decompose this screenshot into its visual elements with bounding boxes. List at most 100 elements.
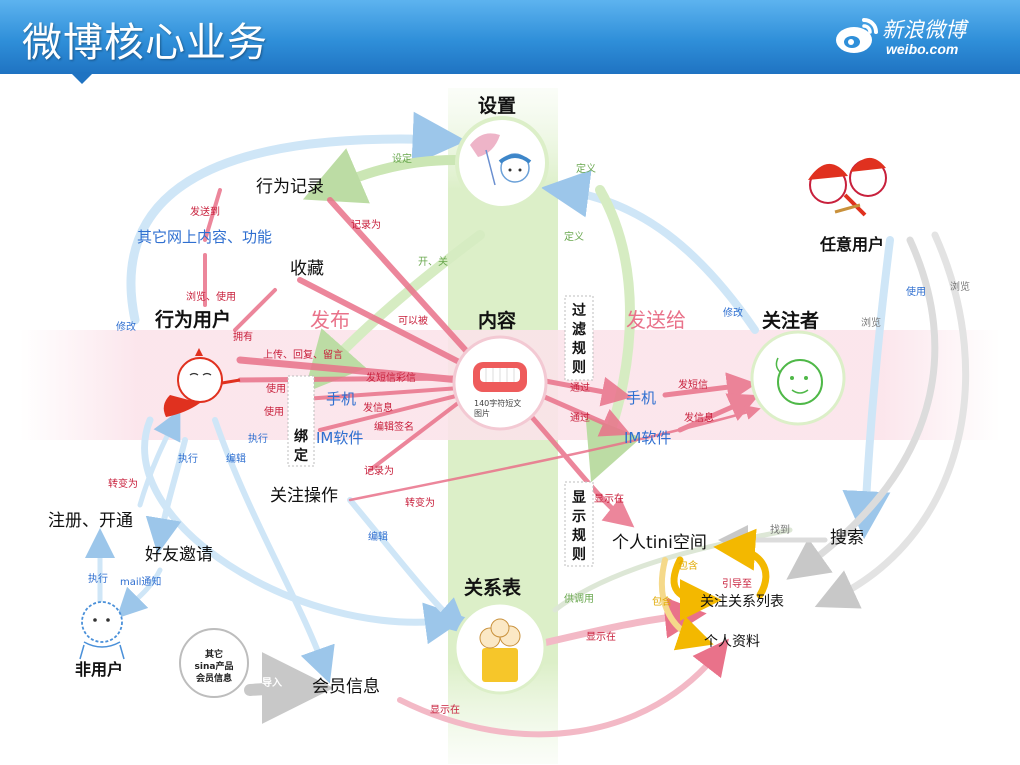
flow-mms [237,375,463,383]
edge-edit-2: 编辑 [368,530,388,543]
edge-record-as-1: 记录为 [351,219,381,231]
edge-define-2: 定义 [564,230,584,243]
display-char-4: 则 [572,546,586,563]
edge-send-mms: 发短信彩信 [366,371,416,384]
edge-modify-right: 修改 [723,306,743,319]
filter-char-3: 规 [572,341,586,357]
flow-include-list [670,556,722,621]
edge-convert-1: 转变为 [108,477,138,490]
sina-line-3: 会员信息 [196,672,232,684]
flow-via-2 [537,392,631,437]
flow-follower-settings [540,169,759,334]
edge-send-to: 发送到 [190,205,220,218]
slide-header: 微博核心业务 新浪微博 weibo.com [0,0,1020,74]
weibo-eye-icon [836,18,878,53]
flow-follow-relation [347,497,469,635]
label-search: 搜索 [830,528,864,548]
edge-edit-1: 编辑 [226,452,246,465]
edge-use-right: 使用 [906,285,926,298]
flow-set-record [302,148,460,204]
edge-display-in-2: 显示在 [586,631,616,643]
flow-display-tini [527,412,635,528]
content-caption-2: 图片 [474,408,490,418]
edge-include-2: 包含 [652,595,672,608]
flow-sign [318,393,462,432]
flow-send-to [203,188,222,242]
logo-text: 新浪微博 [882,18,966,42]
edge-execute-3: 执行 [88,572,108,585]
edge-guide: 引导至 [722,578,752,590]
bind-char-2: 定 [294,447,308,464]
flow-mail-notify [116,567,163,619]
flow-browse-list [786,236,939,580]
label-content: 内容 [478,309,516,332]
follower-node [750,330,846,426]
label-follow-op: 关注操作 [270,486,338,506]
bind-box [287,375,315,467]
edge-display-in-1: 显示在 [594,493,624,505]
flow-member-display [397,638,729,738]
label-invite: 好友邀请 [145,545,213,565]
non-user-avatar [79,601,125,660]
label-send-to: 发送给 [626,308,686,332]
edge-browse-1: 浏览 [861,316,881,329]
header-notch [70,72,94,84]
edge-own: 拥有 [233,330,253,343]
edge-execute-2: 执行 [178,452,198,465]
flow-convert-follower [348,405,761,502]
label-behavior-log: 行为记录 [256,177,324,197]
label-publish: 发布 [310,308,350,332]
edge-import: 导入 [262,677,282,689]
edge-use-2: 使用 [264,405,284,418]
sina-line-2: sina产品 [195,660,234,672]
flow-convert-actor [137,409,181,508]
display-char-1: 显 [572,490,586,506]
edge-found: 找到 [770,523,790,536]
any-user-avatar [808,157,887,217]
flow-record [327,197,473,358]
edge-can-be: 可以被 [398,314,428,327]
label-profile: 个人资料 [704,634,760,650]
label-im-right: IM软件 [624,429,671,447]
edge-send-sms: 发短信 [678,378,708,391]
edge-execute-1: 执行 [248,432,268,445]
edge-record-as-2: 记录为 [364,465,394,477]
edge-define-1: 定义 [576,162,596,175]
label-phone-right: 手机 [626,389,656,407]
bind-char-1: 绑 [294,428,308,445]
label-register: 注册、开通 [48,511,133,531]
label-settings: 设置 [478,95,516,117]
edge-set: 设定 [392,152,412,165]
label-phone-left: 手机 [326,390,356,408]
flow-use-search [842,236,894,540]
flow-include-profile [658,557,714,651]
flow-record2 [368,398,464,472]
flow-guide [713,528,770,599]
actor-user-avatar [163,348,241,417]
relation-table-node [453,601,547,695]
logo-url: weibo.com [886,41,959,57]
label-other-web: 其它网上内容、功能 [137,228,272,246]
weibo-logo: 新浪微博 weibo.com [834,14,994,64]
edge-convert-2: 转变为 [405,496,435,509]
filter-char-4: 则 [572,359,586,376]
filter-char-2: 滤 [572,321,586,338]
display-char-2: 示 [572,509,586,525]
label-any-user: 任意用户 [819,235,884,254]
label-im-left: IM软件 [316,429,363,447]
flow-edit-member [212,417,335,684]
edge-mail-notify: mail通知 [120,575,161,588]
flow-via-1 [537,376,632,407]
edge-send-info: 发信息 [363,401,393,414]
sina-line-1: 其它 [205,648,223,660]
flow-modify-settings [126,111,467,325]
display-char-3: 规 [572,528,586,544]
flow-on-off [304,230,485,393]
label-follow-list: 关注关系列表 [700,594,784,610]
flow-edit-relation [141,416,467,645]
edge-edit-sign: 编辑签名 [374,420,414,433]
edge-via-2: 通过 [570,411,590,424]
edge-send-info-2: 发信息 [684,411,714,424]
filter-char-1: 过 [572,302,586,319]
flow-sms [662,372,757,403]
